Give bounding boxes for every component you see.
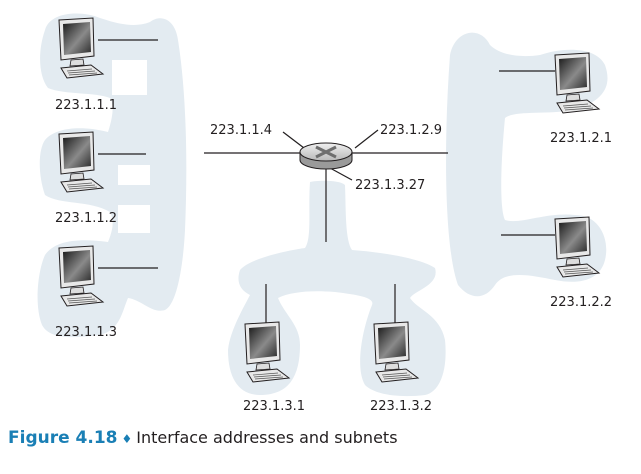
router-interface-label: 223.1.1.4 xyxy=(210,123,272,138)
host-label: 223.1.1.2 xyxy=(55,211,117,226)
host-label: 223.1.1.1 xyxy=(55,98,117,113)
subnet-1-cloud xyxy=(37,13,187,338)
host-label: 223.1.2.2 xyxy=(550,295,612,310)
caption-text: Interface addresses and subnets xyxy=(136,428,398,447)
host-label: 223.1.1.3 xyxy=(55,325,117,340)
figure-caption: Figure 4.18♦Interface addresses and subn… xyxy=(8,428,398,448)
diamond-separator-icon: ♦ xyxy=(121,432,133,446)
host-label: 223.1.3.1 xyxy=(243,399,305,414)
figure-label: Figure 4.18 xyxy=(8,428,118,448)
router-interface-label: 223.1.3.27 xyxy=(355,178,425,193)
host-label: 223.1.3.2 xyxy=(370,399,432,414)
host-label: 223.1.2.1 xyxy=(550,131,612,146)
router-interface-label: 223.1.2.9 xyxy=(380,123,442,138)
network-diagram: 223.1.1.1 223.1.1.2 223.1.1.3 223.1.2.1 … xyxy=(37,13,612,414)
router-icon[interactable] xyxy=(299,142,353,170)
links xyxy=(98,39,555,323)
